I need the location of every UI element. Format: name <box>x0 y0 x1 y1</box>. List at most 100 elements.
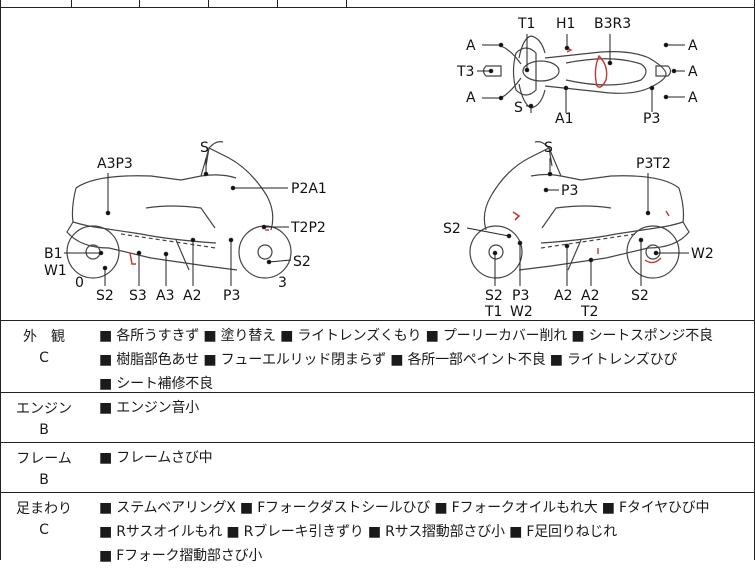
label-left-zero: 0 <box>75 275 84 291</box>
label-left-p3: P3 <box>223 288 240 304</box>
category-cell: エンジン B <box>1 393 87 441</box>
condition-items: ■ ステムベアリングX ■ Fフォークダストシールひび ■ Fフォークオイルもれ… <box>99 493 747 568</box>
condition-row-suspension: 足まわり C ■ ステムベアリングX ■ Fフォークダストシールひび ■ Fフォ… <box>1 493 754 564</box>
label-right-p3-b: P3 <box>512 288 529 304</box>
label-right-w2: W2 <box>510 304 533 320</box>
category-label: エンジン <box>16 401 72 417</box>
condition-item: ■ Fフォークオイルもれ大 <box>434 500 598 516</box>
scooter-diagram-svg: T1 H1 B3R3 A T3 A S A1 P3 A A A <box>44 16 714 320</box>
header-strip <box>1 0 754 8</box>
damage-mark <box>665 210 670 217</box>
condition-item: ■ Rブレーキ引きずり <box>226 524 364 540</box>
label-left-a2: A2 <box>183 288 201 304</box>
label-right-s2: S2 <box>485 288 503 304</box>
grade-label: B <box>39 422 49 438</box>
label-top-a-left-2: A <box>466 90 476 106</box>
condition-item: ■ フレームさび中 <box>99 450 213 466</box>
label-left-a3p3: A3P3 <box>97 156 133 172</box>
grade-label: C <box>39 522 49 538</box>
label-right-p3t2: P3T2 <box>636 156 671 172</box>
condition-item: ■ 塗り替え <box>203 328 276 344</box>
label-top-a-right-2: A <box>688 64 698 80</box>
label-top-t1: T1 <box>517 16 535 32</box>
damage-mark <box>129 252 136 265</box>
label-left-p2a1: P2A1 <box>291 181 327 197</box>
condition-item: ■ シート補修不良 <box>99 376 213 392</box>
label-right-w2-right: W2 <box>691 246 714 262</box>
header-cell-divider <box>139 0 140 7</box>
category-cell: 外 観 C <box>1 321 87 369</box>
label-top-a-right-3: A <box>688 90 698 106</box>
condition-item: ■ F足回りねじれ <box>509 524 618 540</box>
label-top-a-right-1: A <box>688 38 698 54</box>
condition-item: ■ ステムベアリングX <box>99 500 236 516</box>
category-label: 外 観 <box>23 329 65 345</box>
condition-item: ■ 各所うすきず <box>99 328 200 344</box>
label-right-p3: P3 <box>561 183 578 199</box>
condition-row-exterior: 外 観 C ■ 各所うすきず ■ 塗り替え ■ ライトレンズくもり ■ プーリー… <box>1 321 754 393</box>
category-cell: フレーム B <box>1 443 87 491</box>
condition-row-frame: フレーム B ■ フレームさび中 <box>1 443 754 493</box>
condition-item: ■ 各所一部ペイント不良 <box>390 352 546 368</box>
right-view-leaders <box>466 158 689 286</box>
label-right-a2: A2 <box>554 288 572 304</box>
condition-item: ■ シートスポンジ不良 <box>571 328 713 344</box>
label-left-s2-right: S2 <box>293 254 311 270</box>
condition-item: ■ ライトレンズくもり <box>280 328 422 344</box>
grade-label: C <box>39 350 49 366</box>
left-view-scooter <box>66 141 292 279</box>
condition-item: ■ エンジン音小 <box>99 400 200 416</box>
category-label: フレーム <box>16 451 72 467</box>
condition-item: ■ Fタイヤひび中 <box>601 500 710 516</box>
header-cell-divider <box>277 0 278 7</box>
header-cell-divider <box>208 0 209 7</box>
damage-mark <box>512 211 521 221</box>
condition-item: ■ フューエルリッド閉まらず <box>203 352 386 368</box>
top-view-leaders <box>477 34 685 113</box>
condition-item: ■ 樹脂部色あせ <box>99 352 200 368</box>
label-left-w1: W1 <box>44 263 67 279</box>
condition-item: ■ ライトレンズひび <box>549 352 678 368</box>
label-top-a-left-1: A <box>466 38 476 54</box>
header-cell-divider <box>71 0 72 7</box>
label-right-s: S <box>544 140 553 156</box>
label-left-s2: S2 <box>96 288 114 304</box>
condition-items: ■ エンジン音小 <box>99 393 747 420</box>
label-right-t1: T1 <box>484 304 502 320</box>
condition-items: ■ フレームさび中 <box>99 443 747 470</box>
label-left-b1: B1 <box>44 246 63 262</box>
condition-item: ■ プーリーカバー削れ <box>425 328 568 344</box>
label-top-a1: A1 <box>555 111 573 127</box>
label-left-three: 3 <box>278 275 287 291</box>
category-label: 足まわり <box>16 501 72 517</box>
condition-item: ■ Rサス摺動部さび小 <box>367 524 505 540</box>
left-view-leaders <box>64 158 292 286</box>
label-left-a3: A3 <box>156 288 174 304</box>
condition-items: ■ 各所うすきず ■ 塗り替え ■ ライトレンズくもり ■ プーリーカバー削れ … <box>99 321 747 396</box>
label-left-t2p2: T2P2 <box>290 220 326 236</box>
label-left-s3: S3 <box>129 288 147 304</box>
label-top-b3r3: B3R3 <box>594 16 631 32</box>
category-cell: 足まわり C <box>1 493 87 541</box>
seat-damage-mark <box>594 54 608 88</box>
condition-item: ■ Rサスオイルもれ <box>99 524 223 540</box>
label-left-s: S <box>200 140 209 156</box>
condition-item: ■ Fフォーク摺動部さび小 <box>99 548 263 564</box>
label-right-s2-b: S2 <box>631 288 649 304</box>
label-right-s2-left: S2 <box>443 221 461 237</box>
top-view-scooter <box>482 35 672 113</box>
condition-item: ■ Fフォークダストシールひび <box>239 500 431 516</box>
label-right-a2-b: A2 <box>581 288 599 304</box>
label-right-t2: T2 <box>580 304 598 320</box>
header-cell-divider <box>346 0 347 7</box>
condition-row-engine: エンジン B ■ エンジン音小 <box>1 393 754 443</box>
right-view-scooter <box>469 141 690 279</box>
damage-mark <box>644 257 662 264</box>
label-top-t3: T3 <box>456 64 474 80</box>
label-top-p3: P3 <box>643 111 660 127</box>
label-top-h1: H1 <box>556 16 575 32</box>
label-top-s: S <box>514 100 523 116</box>
grade-label: B <box>39 472 49 488</box>
damage-diagram: T1 H1 B3R3 A T3 A S A1 P3 A A A <box>1 8 754 321</box>
